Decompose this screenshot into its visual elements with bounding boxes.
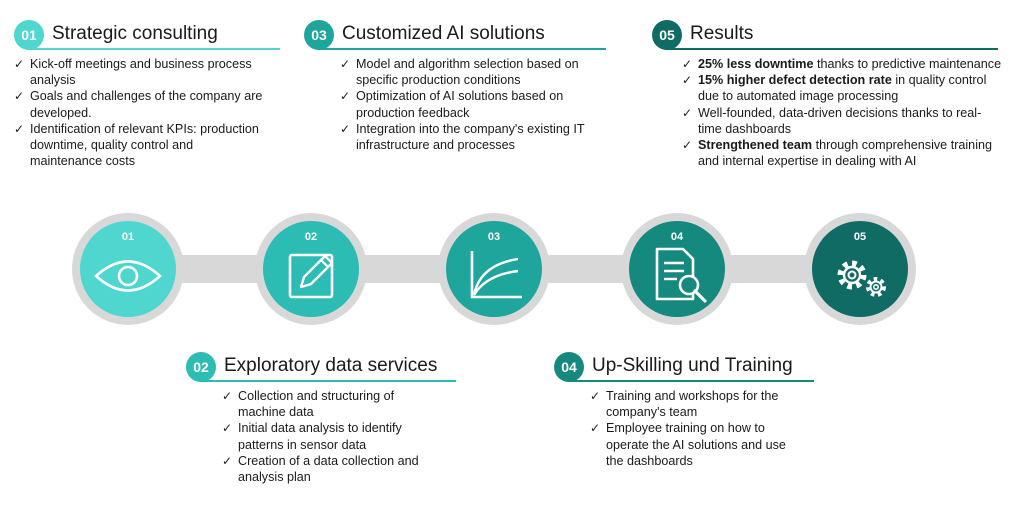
list-item: ✓Identification of relevant KPIs: produc… [14, 121, 259, 169]
step-02-list: ✓Collection and structuring of machine d… [222, 388, 422, 485]
step-03-header: 03 Customized AI solutions [304, 20, 606, 52]
step-03-underline [318, 48, 606, 50]
step-04-circle-number: 04 [670, 231, 684, 243]
step-05-block: 05 Results ✓25% less downtime thanks to … [652, 20, 1002, 169]
step-05-circle-number: 05 [853, 231, 867, 243]
step-02-block: 02 Exploratory data services ✓Collection… [186, 352, 456, 485]
step-03-badge: 03 [304, 20, 334, 50]
list-item: ✓25% less downtime thanks to predictive … [682, 57, 1002, 71]
list-item: ✓15% higher defect detection rate in qua… [682, 73, 987, 104]
step-04-header: 04 Up-Skilling und Training [554, 352, 824, 384]
list-item: ✓Optimization of AI solutions based on p… [340, 89, 564, 120]
step-01-list: ✓Kick-off meetings and business process … [14, 56, 264, 169]
step-04-block: 04 Up-Skilling und Training ✓Training an… [554, 352, 824, 469]
document-search-icon [655, 247, 707, 303]
list-item: ✓Creation of a data collection and analy… [222, 453, 419, 485]
step-02-underline [200, 380, 456, 382]
eye-icon [94, 260, 162, 292]
step-04-underline [568, 380, 814, 382]
step-05-underline [666, 48, 998, 50]
step-02-circle: 02 [255, 213, 367, 325]
check-icon: ✓ [14, 57, 25, 71]
check-icon: ✓ [590, 421, 601, 436]
curve-chart-icon [470, 251, 522, 299]
step-03-title: Customized AI solutions [342, 23, 545, 44]
step-02-badge: 02 [186, 352, 216, 382]
step-01-underline [28, 48, 280, 50]
step-03-block: 03 Customized AI solutions ✓Model and al… [304, 20, 606, 153]
step-01-block: 01 Strategic consulting ✓Kick-off meetin… [14, 20, 280, 169]
step-05-badge: 05 [652, 20, 682, 50]
list-item: ✓Collection and structuring of machine d… [222, 389, 395, 420]
list-item: ✓Training and workshops for the company'… [590, 389, 779, 420]
step-03-circle: 03 [438, 213, 550, 325]
list-item: ✓Well-founded, data-driven decisions tha… [682, 105, 982, 136]
check-icon: ✓ [340, 121, 351, 136]
step-04-circle: 04 [621, 213, 733, 325]
check-icon: ✓ [682, 138, 693, 153]
list-item: ✓Employee training on how to operate the… [590, 421, 786, 468]
step-04-title: Up-Skilling und Training [592, 355, 793, 376]
step-01-badge: 01 [14, 20, 44, 50]
check-icon: ✓ [222, 453, 233, 468]
step-02-circle-number: 02 [304, 231, 318, 243]
step-02-title: Exploratory data services [224, 355, 438, 376]
list-item: ✓Integration into the company's existing… [340, 121, 585, 153]
gears-icon [837, 260, 886, 297]
step-05-list: ✓25% less downtime thanks to predictive … [682, 56, 1002, 169]
check-icon: ✓ [682, 57, 693, 71]
check-icon: ✓ [682, 73, 693, 88]
step-05-title: Results [690, 23, 754, 44]
step-01-circle: 01 [72, 213, 184, 325]
step-05-circle: 05 [804, 213, 916, 325]
check-icon: ✓ [590, 389, 601, 403]
step-04-badge: 04 [554, 352, 584, 382]
check-icon: ✓ [682, 105, 693, 120]
step-03-list: ✓Model and algorithm selection based on … [340, 56, 604, 153]
check-icon: ✓ [340, 57, 351, 71]
step-05-header: 05 Results [652, 20, 1002, 52]
check-icon: ✓ [222, 389, 233, 403]
step-01-title: Strategic consulting [52, 23, 218, 44]
step-01-header: 01 Strategic consulting [14, 20, 280, 52]
step-03-circle-number: 03 [487, 231, 501, 243]
step-02-header: 02 Exploratory data services [186, 352, 456, 384]
list-item: ✓Goals and challenges of the company are… [14, 89, 263, 120]
step-01-circle-number: 01 [121, 231, 135, 243]
step-04-list: ✓Training and workshops for the company'… [590, 388, 790, 469]
list-item: ✓Strengthened team through comprehensive… [682, 138, 992, 169]
pencil-square-icon [288, 253, 334, 299]
list-item: ✓Kick-off meetings and business process … [14, 57, 252, 88]
check-icon: ✓ [222, 421, 233, 436]
list-item: ✓Model and algorithm selection based on … [340, 57, 579, 88]
list-item: ✓Initial data analysis to identify patte… [222, 421, 402, 452]
check-icon: ✓ [14, 89, 25, 104]
check-icon: ✓ [340, 89, 351, 104]
check-icon: ✓ [14, 121, 25, 136]
